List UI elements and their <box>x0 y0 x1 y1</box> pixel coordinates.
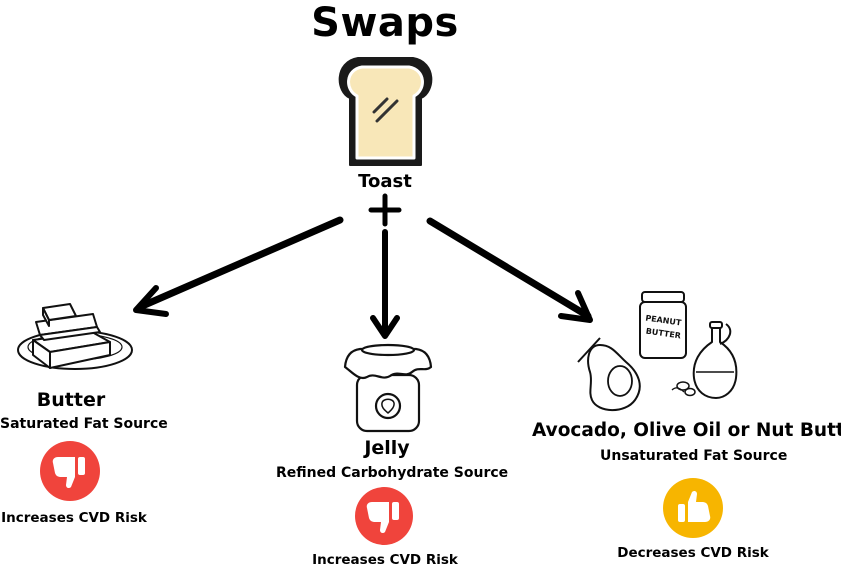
jelly-risk: Increases CVD Risk <box>312 552 458 568</box>
arrow-center <box>370 229 400 339</box>
avocado-label: Avocado, Olive Oil or Nut Butter <box>532 420 841 441</box>
butter-risk: Increases CVD Risk <box>1 510 147 526</box>
thumbs-down-icon <box>40 441 100 501</box>
toast-label: Toast <box>358 171 412 192</box>
plus-icon <box>368 193 402 227</box>
jelly-jar-icon <box>343 343 433 433</box>
diagram-title: Swaps <box>311 0 459 46</box>
arrow-right <box>426 217 593 323</box>
butter-icon <box>17 303 133 370</box>
avocado-source: Unsaturated Fat Source <box>600 448 788 464</box>
arrow-left <box>133 216 344 317</box>
jelly-label: Jelly <box>364 437 410 459</box>
avocado-risk: Decreases CVD Risk <box>617 545 769 561</box>
jelly-source: Refined Carbohydrate Source <box>276 465 509 481</box>
butter-source: Saturated Fat Source <box>0 416 168 432</box>
butter-label: Butter <box>36 389 106 411</box>
thumbs-up-icon <box>663 478 723 538</box>
avocado-oil-nut-butter-icon: PEANUT BUTTER <box>577 291 738 412</box>
thumbs-down-icon <box>355 487 413 545</box>
toast-icon <box>338 57 433 166</box>
